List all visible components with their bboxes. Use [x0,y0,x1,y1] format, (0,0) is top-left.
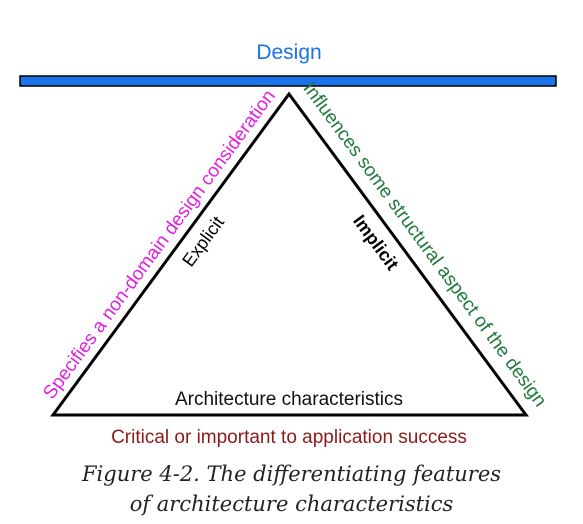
design-bar [19,75,557,87]
architecture-characteristics-label: Architecture characteristics [175,389,403,410]
critical-success-label: Critical or important to application suc… [111,427,467,448]
right-side-label: Influences some structural aspect of the… [298,79,550,411]
figure-caption-line-2: of architecture characteristics [129,492,454,516]
left-side-label: Specifies a non-domain design considerat… [39,86,280,403]
figure-caption-line-1: Figure 4-2. The differentiating features [81,462,502,486]
characteristics-triangle [50,91,529,417]
design-label: Design [256,41,321,64]
